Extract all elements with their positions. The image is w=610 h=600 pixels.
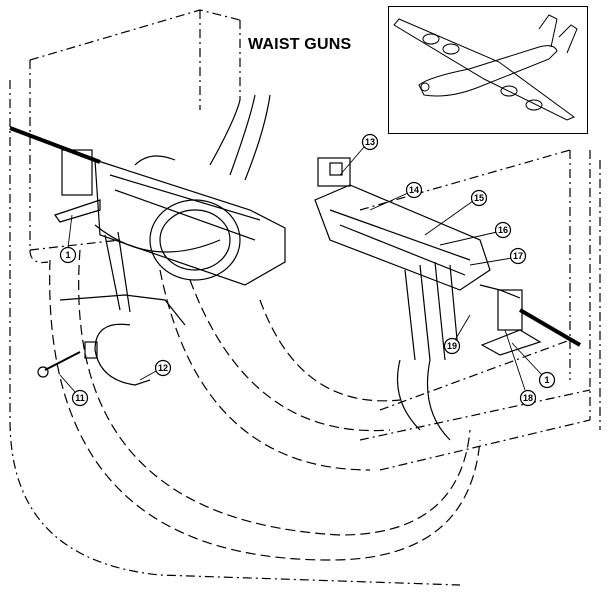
callout-18-label: 18	[523, 393, 533, 403]
fuselage-outline	[9, 9, 601, 586]
callout-12: 12	[154, 359, 172, 377]
callout-18: 18	[519, 389, 537, 407]
callout-14: 14	[405, 181, 423, 199]
callout-15-label: 15	[474, 193, 484, 203]
callout-12-label: 12	[158, 363, 168, 373]
callout-17: 17	[509, 247, 527, 265]
callout-11-label: 11	[75, 393, 85, 403]
bomber-aircraft-icon	[393, 14, 578, 121]
callout-17-label: 17	[513, 251, 523, 261]
aircraft-locator-inset	[388, 6, 588, 134]
callout-15: 15	[470, 189, 488, 207]
left-gun-assembly	[9, 94, 286, 313]
callout-11: 11	[71, 389, 89, 407]
callout-16: 16	[494, 221, 512, 239]
callout-19: 19	[443, 337, 461, 355]
clip-and-pin	[37, 294, 186, 386]
callout-19-label: 19	[447, 341, 457, 351]
callout-1-right-label: 1	[544, 375, 549, 385]
callout-1-right: 1	[538, 371, 556, 389]
callout-13-label: 13	[365, 137, 375, 147]
right-gun-assembly	[314, 157, 582, 441]
diagram-title: WAIST GUNS	[248, 36, 352, 53]
callout-13: 13	[361, 133, 379, 151]
callout-14-label: 14	[409, 185, 419, 195]
ammunition-chute-arcs	[49, 249, 481, 561]
callout-1-left: 1	[59, 246, 77, 264]
callout-1-left-label: 1	[65, 250, 70, 260]
callout-16-label: 16	[498, 225, 508, 235]
callout-leaders	[59, 146, 543, 393]
